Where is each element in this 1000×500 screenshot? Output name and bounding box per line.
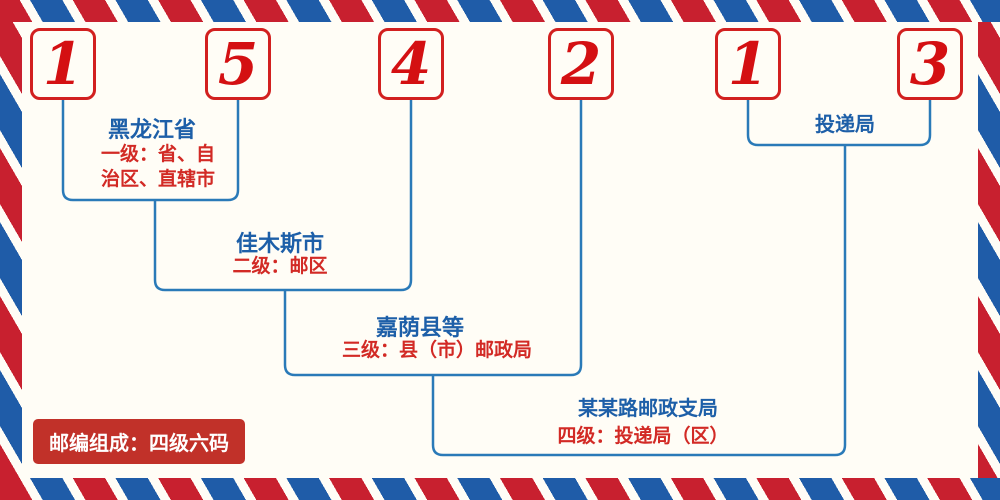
level2-step-line (153, 100, 413, 292)
level4-step-line (431, 145, 847, 457)
level3-desc-line1: 三级：县（市）邮政局 (341, 340, 533, 361)
level4-desc: 四级：投递局（区） (557, 424, 728, 449)
level2-desc-line1: 二级：邮区 (232, 256, 328, 277)
composition-badge: 邮编组成：四级六码 (33, 419, 245, 464)
digit-box-2: 5 (205, 28, 271, 100)
level1-name: 黑龙江省 (107, 117, 197, 142)
airmail-border-bottom (0, 478, 1000, 500)
digit-1: 1 (42, 30, 84, 98)
level1-desc-line2: 治区、直辖市 (100, 169, 216, 190)
digit-box-4: 2 (548, 28, 614, 100)
digit-2: 5 (217, 30, 259, 98)
level3-name: 嘉荫县等 (375, 315, 465, 340)
level4-name: 某某路邮政支局 (578, 398, 718, 420)
digit-box-1: 1 (30, 28, 96, 100)
airmail-border-left (0, 0, 22, 500)
delivery-office-label: 投递局 (815, 114, 875, 136)
digit-box-5: 1 (715, 28, 781, 100)
digit-box-6: 3 (897, 28, 963, 100)
level2-name: 佳木斯市 (235, 231, 325, 256)
level2-desc: 二级：邮区 (232, 254, 327, 279)
delivery-bracket-line (746, 100, 932, 147)
digit-4: 2 (560, 30, 602, 98)
airmail-border-top (0, 0, 1000, 22)
airmail-border-right (978, 0, 1000, 500)
level1-bracket-line (61, 100, 240, 202)
level1-desc-line1: 一级：省、自 (100, 144, 216, 165)
digit-6: 3 (909, 30, 951, 98)
digit-box-3: 4 (378, 28, 444, 100)
digit-5: 1 (727, 30, 769, 98)
digit-3: 4 (390, 30, 432, 98)
level4-desc-line1: 四级：投递局（区） (557, 426, 729, 447)
level1-desc: 一级：省、自 治区、直辖市 (101, 142, 215, 192)
level3-desc: 三级：县（市）邮政局 (342, 338, 532, 363)
